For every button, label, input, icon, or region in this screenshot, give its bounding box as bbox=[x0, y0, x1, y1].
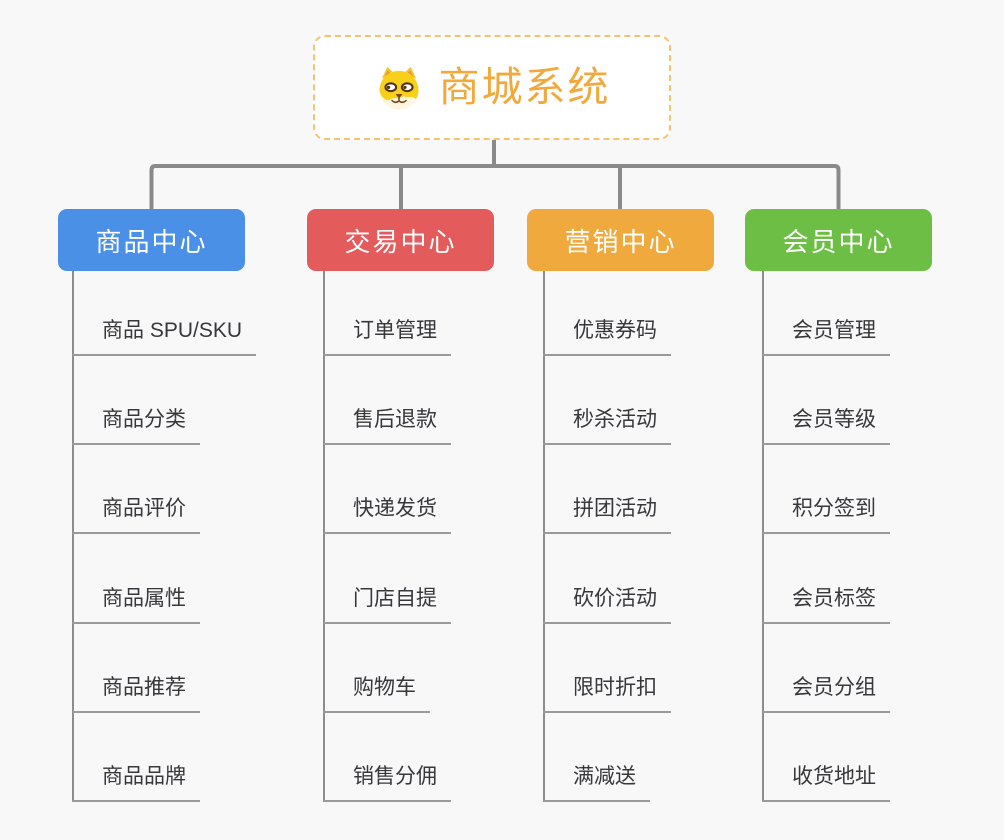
leaf-node[interactable]: 拼团活动 bbox=[543, 494, 671, 534]
root-title: 商城系统 bbox=[438, 64, 611, 110]
branch-node-product-center[interactable]: 商品中心 bbox=[58, 209, 245, 271]
leaf-node[interactable]: 售后退款 bbox=[323, 405, 451, 445]
leaf-node[interactable]: 积分签到 bbox=[762, 494, 890, 534]
leaf-node[interactable]: 会员分组 bbox=[762, 673, 890, 713]
branch-node-trade-center[interactable]: 交易中心 bbox=[307, 209, 494, 271]
leaf-node[interactable]: 满减送 bbox=[543, 762, 650, 802]
leaf-node[interactable]: 限时折扣 bbox=[543, 673, 671, 713]
branch-label: 商品中心 bbox=[95, 226, 208, 257]
leaf-node[interactable]: 商品品牌 bbox=[72, 762, 200, 802]
leaf-node[interactable]: 订单管理 bbox=[323, 316, 451, 356]
leaf-node[interactable]: 会员管理 bbox=[762, 316, 890, 356]
branch-spine-line bbox=[543, 271, 545, 802]
leaf-node[interactable]: 快递发货 bbox=[323, 494, 451, 534]
branch-label: 营销中心 bbox=[564, 226, 677, 257]
leaf-node[interactable]: 优惠券码 bbox=[543, 316, 671, 356]
branch-spine-line bbox=[72, 271, 74, 802]
leaf-node[interactable]: 购物车 bbox=[323, 673, 430, 713]
leaf-node[interactable]: 销售分佣 bbox=[323, 762, 451, 802]
branch-node-marketing-center[interactable]: 营销中心 bbox=[527, 209, 714, 271]
branch-node-member-center[interactable]: 会员中心 bbox=[745, 209, 932, 271]
branch-label: 交易中心 bbox=[344, 226, 457, 257]
leaf-group-trade-center: 订单管理 售后退款 快递发货 门店自提 购物车 销售分佣 bbox=[323, 271, 563, 806]
root-node[interactable]: 商城系统 bbox=[313, 35, 671, 140]
branch-label: 会员中心 bbox=[782, 226, 895, 257]
leaf-group-product-center: 商品 SPU/SKU 商品分类 商品评价 商品属性 商品推荐 商品品牌 bbox=[72, 271, 312, 806]
leaf-node[interactable]: 会员等级 bbox=[762, 405, 890, 445]
leaf-node[interactable]: 会员标签 bbox=[762, 584, 890, 624]
leaf-node[interactable]: 门店自提 bbox=[323, 584, 451, 624]
branch-spine-line bbox=[762, 271, 764, 802]
leaf-group-marketing-center: 优惠券码 秒杀活动 拼团活动 砍价活动 限时折扣 满减送 bbox=[543, 271, 783, 806]
leaf-node[interactable]: 商品 SPU/SKU bbox=[72, 316, 257, 356]
leaf-node[interactable]: 商品属性 bbox=[72, 584, 200, 624]
leaf-node[interactable]: 砍价活动 bbox=[543, 584, 671, 624]
leaf-group-member-center: 会员管理 会员等级 积分签到 会员标签 会员分组 收货地址 bbox=[762, 271, 1002, 806]
leaf-node[interactable]: 商品推荐 bbox=[72, 673, 200, 713]
leaf-node[interactable]: 商品分类 bbox=[72, 405, 200, 445]
dog-face-icon bbox=[374, 65, 424, 111]
branch-spine-line bbox=[323, 271, 325, 802]
leaf-node[interactable]: 商品评价 bbox=[72, 494, 200, 534]
leaf-node[interactable]: 秒杀活动 bbox=[543, 405, 671, 445]
bus-line bbox=[149, 164, 841, 209]
leaf-node[interactable]: 收货地址 bbox=[762, 762, 890, 802]
